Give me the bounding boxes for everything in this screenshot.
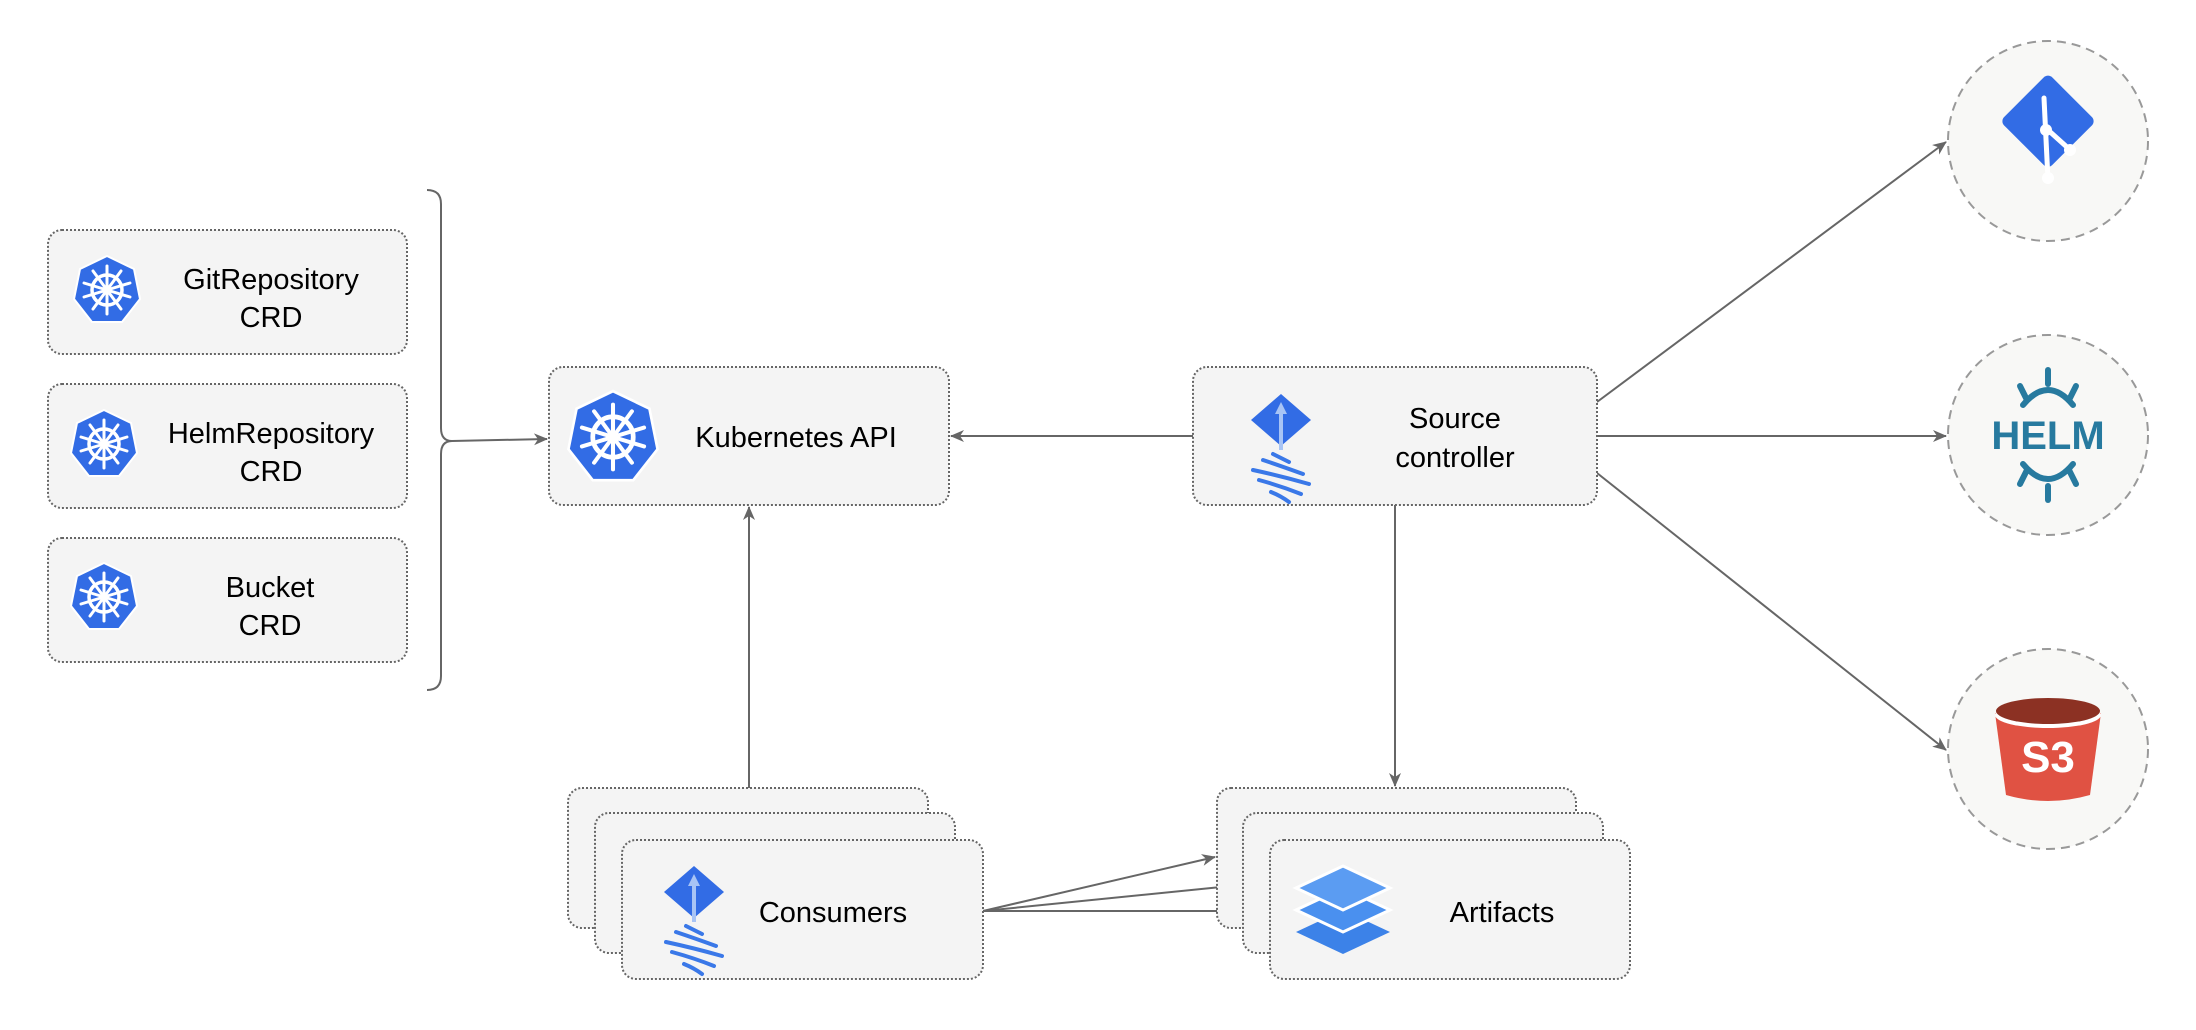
layers-icon xyxy=(1292,864,1394,954)
node-label: GitRepository xyxy=(183,264,359,296)
bucket-crd-node[interactable]: Bucket CRD xyxy=(47,537,408,663)
node-label: CRD xyxy=(239,610,302,642)
helm-label: HELM xyxy=(1991,414,2104,458)
helm-repository-crd-node[interactable]: HelmRepository CRD xyxy=(47,383,408,509)
s3-label: S3 xyxy=(2021,733,2075,782)
edge-source-to-s3 xyxy=(1596,472,1947,751)
consumers-node[interactable]: Consumers xyxy=(567,787,984,980)
s3-bucket-icon xyxy=(1995,698,2101,801)
node-label: Consumers xyxy=(759,897,907,929)
node-label: controller xyxy=(1395,442,1515,474)
edge-consumers-to-artifacts-2 xyxy=(982,880,1242,912)
node-label: Kubernetes API xyxy=(695,422,897,454)
node-label: CRD xyxy=(240,302,303,334)
git-repository-crd-node[interactable]: GitRepository CRD xyxy=(47,229,408,355)
node-label: Artifacts xyxy=(1450,897,1555,929)
git-icon xyxy=(2002,75,2094,184)
node-label: HelmRepository xyxy=(168,418,375,450)
helm-node[interactable]: HELM xyxy=(1947,334,2149,536)
kubernetes-api-node[interactable]: Kubernetes API xyxy=(548,366,950,506)
helm-icon xyxy=(2017,367,2079,503)
artifacts-node[interactable]: Artifacts xyxy=(1216,787,1631,980)
edge-crds-to-api xyxy=(451,433,548,446)
s3-node[interactable]: S3 xyxy=(1947,648,2149,850)
node-label: Source xyxy=(1409,403,1501,435)
git-node[interactable] xyxy=(1947,40,2149,242)
crd-brace xyxy=(426,189,453,691)
edge-consumers-to-artifacts-1 xyxy=(982,854,1216,912)
edge-source-to-git xyxy=(1596,141,1947,403)
source-controller-node[interactable]: Source controller xyxy=(1192,366,1598,506)
node-label: Bucket xyxy=(226,572,315,604)
node-label: CRD xyxy=(240,456,303,488)
